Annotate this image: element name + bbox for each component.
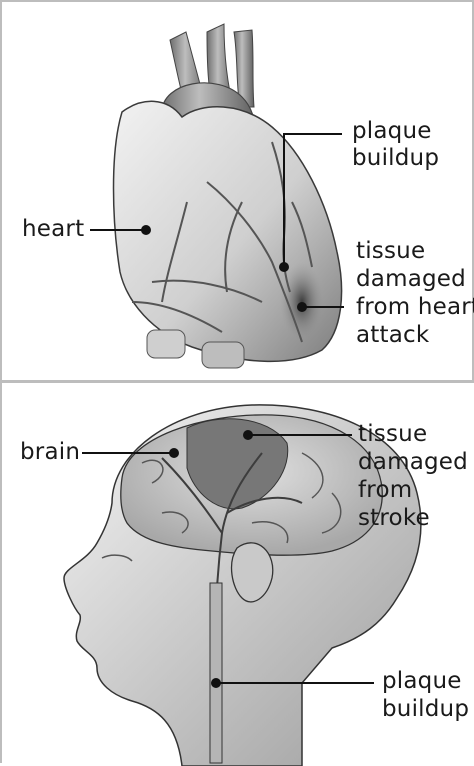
label-plaque-buildup-bottom-l2: buildup [382, 696, 469, 723]
label-heart: heart [22, 216, 84, 243]
label-brain: brain [20, 439, 80, 466]
label-tissue-brain-l1: tissue [358, 421, 427, 448]
inferior-vessel [202, 342, 244, 368]
head-panel: brain tissue damaged from stroke plaque … [0, 380, 474, 763]
label-plaque-buildup-bottom-l1: plaque [382, 668, 462, 695]
carotid-artery [210, 583, 222, 763]
label-tissue-heart-l4: attack [356, 322, 429, 349]
label-tissue-heart-l1: tissue [356, 238, 425, 265]
label-plaque-buildup-top-l1: plaque [352, 118, 432, 145]
inferior-vessel [147, 330, 185, 358]
heart-panel: heart plaque buildup tissue damaged from… [0, 0, 474, 380]
label-plaque-buildup-top-l2: buildup [352, 145, 439, 172]
label-tissue-brain-l2: damaged [358, 449, 468, 476]
label-tissue-heart-l2: damaged [356, 266, 466, 293]
label-tissue-brain-l4: stroke [358, 505, 430, 532]
label-tissue-heart-l3: from heart [356, 294, 474, 321]
label-tissue-brain-l3: from [358, 477, 412, 504]
